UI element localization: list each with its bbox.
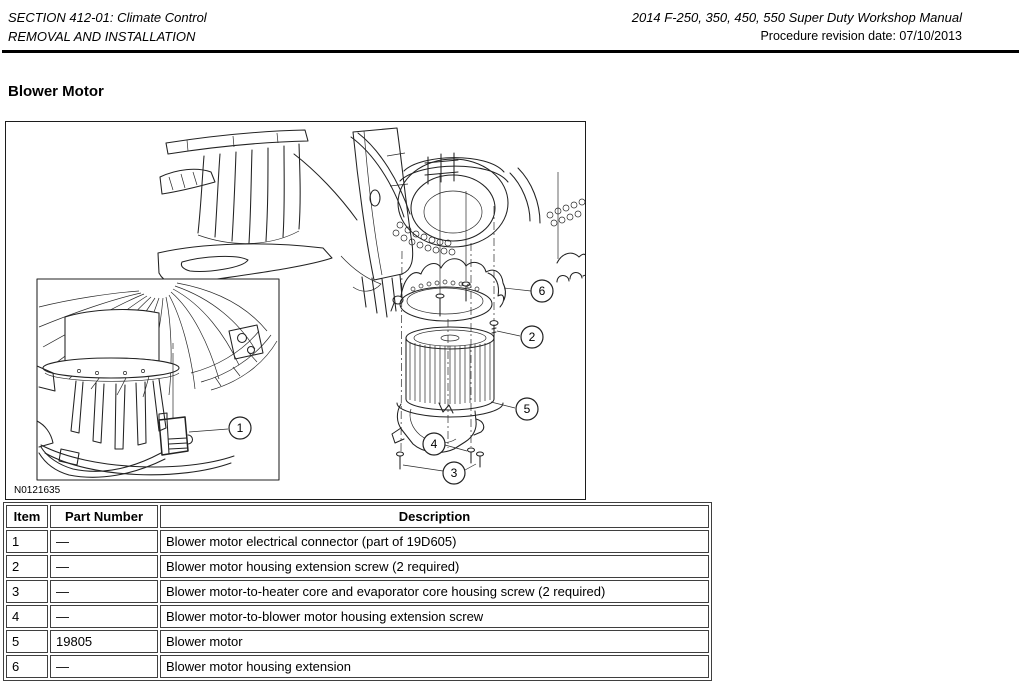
- svg-text:4: 4: [431, 437, 438, 451]
- cell-item: 1: [6, 530, 48, 553]
- page-title: Blower Motor: [8, 83, 104, 100]
- table-row: 1 — Blower motor electrical connector (p…: [6, 530, 709, 553]
- header-divider: [2, 50, 1019, 53]
- honeycomb-texture: [392, 198, 585, 256]
- inset-detail-drawing: [36, 278, 280, 481]
- manual-title: 2014 F-250, 350, 450, 550 Super Duty Wor…: [631, 10, 962, 25]
- header-left: SECTION 412-01: Climate Control REMOVAL …: [8, 8, 207, 46]
- cell-item: 3: [6, 580, 48, 603]
- cell-description: Blower motor housing extension screw (2 …: [160, 555, 709, 578]
- cell-part-number: 19805: [50, 630, 158, 653]
- figure-image-id: N0121635: [14, 485, 61, 496]
- cell-description: Blower motor electrical connector (part …: [160, 530, 709, 553]
- figure-box: 1 2 3 4 5 6 N0121635: [5, 121, 586, 500]
- callout-2: 2: [520, 325, 544, 349]
- cell-part-number: —: [50, 530, 158, 553]
- callout-leader-lines: [188, 287, 532, 472]
- table-row: 6 — Blower motor housing extension: [6, 655, 709, 678]
- column-header-item: Item: [6, 505, 48, 528]
- parts-table: Item Part Number Description 1 — Blower …: [3, 502, 712, 681]
- cell-part-number: —: [50, 605, 158, 628]
- blower-motor-exploded-diagram: 1 2 3 4 5 6 N0121635: [14, 127, 585, 496]
- cell-item: 5: [6, 630, 48, 653]
- table-row: 3 — Blower motor-to-heater core and evap…: [6, 580, 709, 603]
- cell-description: Blower motor-to-heater core and evaporat…: [160, 580, 709, 603]
- subsection-title: REMOVAL AND INSTALLATION: [8, 29, 196, 44]
- cell-description: Blower motor: [160, 630, 709, 653]
- callout-3: 3: [442, 461, 466, 485]
- cell-item: 2: [6, 555, 48, 578]
- svg-text:5: 5: [524, 402, 531, 416]
- header-right: 2014 F-250, 350, 450, 550 Super Duty Wor…: [632, 8, 962, 46]
- svg-text:2: 2: [529, 330, 536, 344]
- cell-description: Blower motor-to-blower motor housing ext…: [160, 605, 709, 628]
- callout-5: 5: [515, 397, 539, 421]
- cell-item: 6: [6, 655, 48, 678]
- svg-text:3: 3: [451, 466, 458, 480]
- column-header-part-number: Part Number: [50, 505, 158, 528]
- callout-1: 1: [228, 416, 252, 440]
- callout-6: 6: [530, 279, 554, 303]
- exploded-parts-drawing: [390, 258, 506, 470]
- table-row: 2 — Blower motor housing extension screw…: [6, 555, 709, 578]
- svg-text:6: 6: [539, 284, 546, 298]
- cell-description: Blower motor housing extension: [160, 655, 709, 678]
- svg-text:1: 1: [237, 421, 244, 435]
- section-title: SECTION 412-01: Climate Control: [8, 10, 207, 25]
- table-row: 4 — Blower motor-to-blower motor housing…: [6, 605, 709, 628]
- cell-item: 4: [6, 605, 48, 628]
- cell-part-number: —: [50, 655, 158, 678]
- table-row: 5 19805 Blower motor: [6, 630, 709, 653]
- table-header-row: Item Part Number Description: [6, 505, 709, 528]
- column-header-description: Description: [160, 505, 709, 528]
- cell-part-number: —: [50, 580, 158, 603]
- revision-date: Procedure revision date: 07/10/2013: [760, 29, 962, 43]
- cell-part-number: —: [50, 555, 158, 578]
- callout-4: 4: [422, 432, 446, 456]
